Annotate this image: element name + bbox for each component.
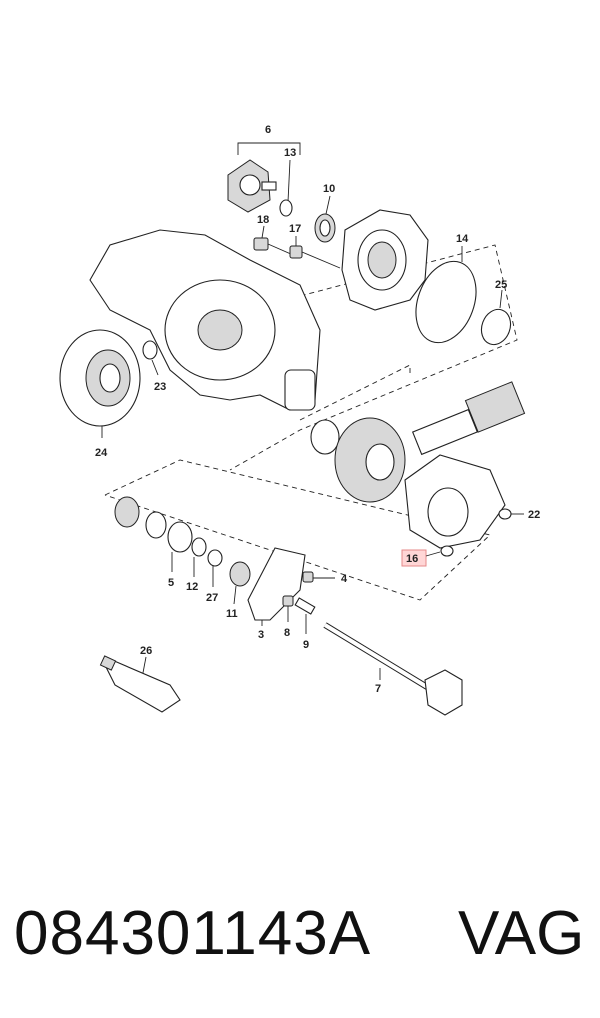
seal-23 — [142, 340, 159, 376]
bolt-8-spring-9 — [282, 595, 316, 634]
rear-housing — [404, 454, 506, 549]
flange-shaft-6 — [227, 142, 301, 213]
plug-16 — [401, 545, 454, 567]
seal-22 — [498, 508, 524, 520]
bracket-3 — [247, 547, 306, 626]
o-ring-25 — [480, 289, 512, 346]
callout-26: 26 — [140, 645, 152, 657]
cover-housing — [341, 209, 429, 311]
bolt-4 — [302, 571, 335, 583]
callout-22: 22 — [528, 509, 540, 521]
bolt-17 — [289, 236, 341, 269]
callout-11: 11 — [226, 608, 238, 620]
exploded-parts-diagram: 6 13 10 18 17 14 25 23 24 22 16 5 12 27 … — [59, 124, 540, 716]
callout-5: 5 — [168, 577, 174, 589]
bearing-stack — [114, 496, 251, 605]
callout-9: 9 — [303, 639, 309, 651]
callout-23: 23 — [154, 381, 166, 393]
callout-4: 4 — [341, 573, 348, 585]
grease-tube-26 — [99, 655, 181, 713]
part-number: 084301143A — [14, 899, 372, 968]
callout-7: 7 — [375, 683, 381, 695]
callout-8: 8 — [284, 627, 290, 639]
callout-10: 10 — [323, 183, 335, 195]
group-frames — [104, 244, 518, 601]
callout-18: 18 — [257, 214, 269, 226]
shaft-7 — [323, 622, 463, 716]
callout-27: 27 — [206, 592, 218, 604]
callout-14: 14 — [456, 233, 469, 245]
callout-25: 25 — [495, 279, 507, 291]
callout-16: 16 — [406, 553, 418, 565]
o-ring-14 — [415, 246, 477, 344]
seal-10 — [314, 195, 336, 243]
callout-3: 3 — [258, 629, 264, 641]
callout-12: 12 — [186, 581, 198, 593]
callout-13: 13 — [284, 147, 296, 159]
brand-name: VAG — [458, 899, 585, 968]
callout-17: 17 — [289, 223, 301, 235]
side-cover-24 — [59, 329, 141, 438]
callout-24: 24 — [95, 447, 108, 459]
main-housing — [89, 229, 321, 411]
o-ring-13 — [279, 159, 293, 217]
ring-gear-pinion — [310, 381, 526, 503]
callout-6: 6 — [265, 124, 271, 136]
callout-labels: 6 13 10 18 17 14 25 23 24 22 16 5 12 27 … — [95, 124, 540, 695]
